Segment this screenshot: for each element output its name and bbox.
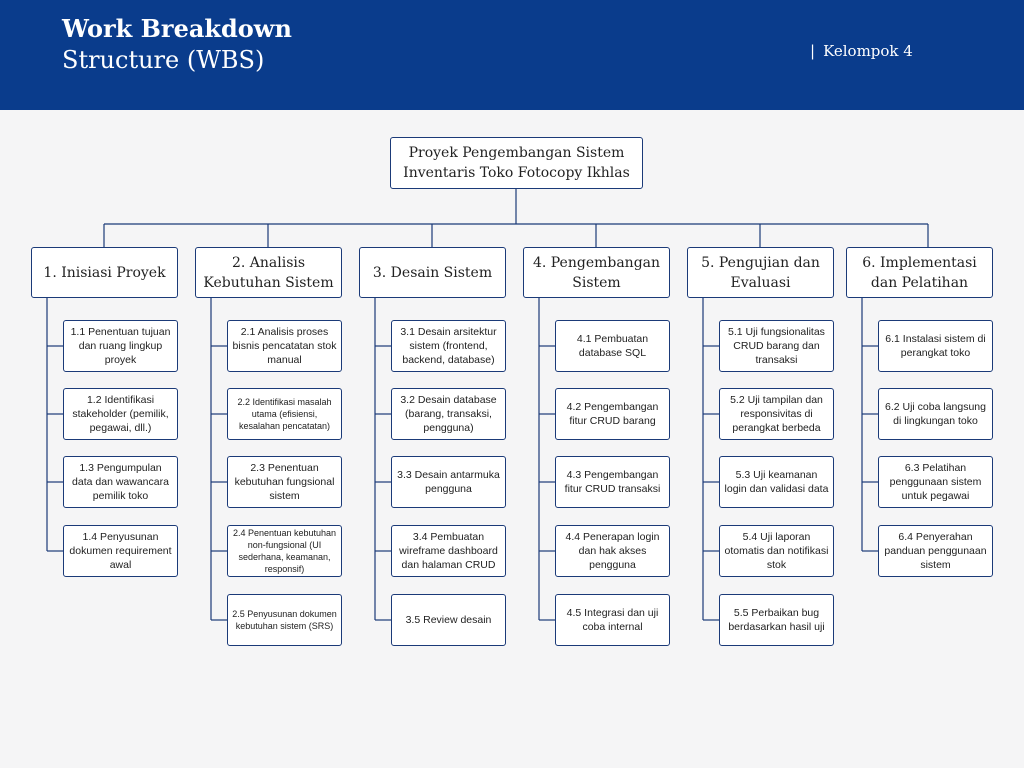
task-node: 2.2 Identifikasi masalah utama (efisiens… (227, 388, 342, 440)
task-node: 5.5 Perbaikan bug berdasarkan hasil uji (719, 594, 834, 646)
phase-6-node: 6. Implementasi dan Pelatihan (846, 247, 993, 298)
wbs-root-node: Proyek Pengembangan Sistem Inventaris To… (390, 137, 643, 189)
task-node: 2.5 Penyusunan dokumen kebutuhan sistem … (227, 594, 342, 646)
page-title-line1: Work Breakdown (62, 14, 292, 43)
task-node: 6.4 Penyerahan panduan penggunaan sistem (878, 525, 993, 577)
phase-5-node: 5. Pengujian dan Evaluasi (687, 247, 834, 298)
task-node: 4.4 Penerapan login dan hak akses penggu… (555, 525, 670, 577)
task-node: 5.2 Uji tampilan dan responsivitas di pe… (719, 388, 834, 440)
task-node: 5.4 Uji laporan otomatis dan notifikasi … (719, 525, 834, 577)
task-node: 6.1 Instalasi sistem di perangkat toko (878, 320, 993, 372)
phase-4-node: 4. Pengembangan Sistem (523, 247, 670, 298)
task-node: 1.2 Identifikasi stakeholder (pemilik, p… (63, 388, 178, 440)
phase-2-node: 2. Analisis Kebutuhan Sistem (195, 247, 342, 298)
task-node: 4.2 Pengembangan fitur CRUD barang (555, 388, 670, 440)
group-name: Kelompok 4 (823, 42, 913, 60)
task-node: 1.1 Penentuan tujuan dan ruang lingkup p… (63, 320, 178, 372)
header-banner: Work Breakdown Structure (WBS) | Kelompok… (0, 0, 1024, 110)
task-node: 3.4 Pembuatan wireframe dashboard dan ha… (391, 525, 506, 577)
task-node: 6.3 Pelatihan penggunaan sistem untuk pe… (878, 456, 993, 508)
task-node: 2.4 Penentuan kebutuhan non-fungsional (… (227, 525, 342, 577)
task-node: 6.2 Uji coba langsung di lingkungan toko (878, 388, 993, 440)
task-node: 4.1 Pembuatan database SQL (555, 320, 670, 372)
task-node: 5.1 Uji fungsionalitas CRUD barang dan t… (719, 320, 834, 372)
divider-bar: | (810, 42, 816, 60)
task-node: 1.4 Penyusunan dokumen requirement awal (63, 525, 178, 577)
task-node: 2.3 Penentuan kebutuhan fungsional siste… (227, 456, 342, 508)
task-node: 5.3 Uji keamanan login dan validasi data (719, 456, 834, 508)
task-node: 3.1 Desain arsitektur sistem (frontend, … (391, 320, 506, 372)
phase-1-node: 1. Inisiasi Proyek (31, 247, 178, 298)
page-title-line2: Structure (WBS) (62, 46, 265, 74)
task-node: 3.5 Review desain (391, 594, 506, 646)
phase-3-node: 3. Desain Sistem (359, 247, 506, 298)
task-node: 3.2 Desain database (barang, transaksi, … (391, 388, 506, 440)
group-label: | Kelompok 4 (810, 42, 913, 60)
task-node: 4.3 Pengembangan fitur CRUD transaksi (555, 456, 670, 508)
task-node: 2.1 Analisis proses bisnis pencatatan st… (227, 320, 342, 372)
task-node: 3.3 Desain antarmuka pengguna (391, 456, 506, 508)
task-node: 1.3 Pengumpulan data dan wawancara pemil… (63, 456, 178, 508)
task-node: 4.5 Integrasi dan uji coba internal (555, 594, 670, 646)
